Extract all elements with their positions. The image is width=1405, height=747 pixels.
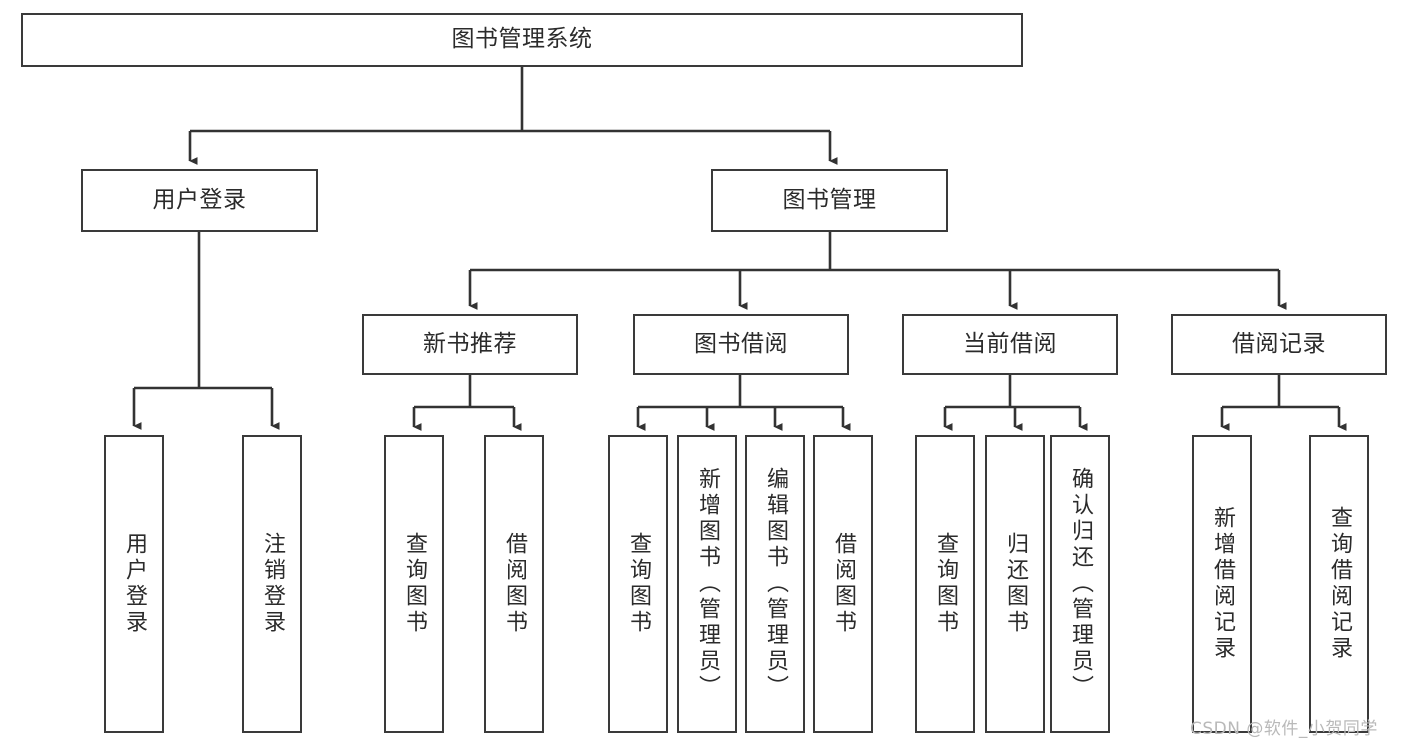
csdn-watermark: CSDN @软件_小贺同学: [1190, 719, 1378, 739]
node-label: 查询借阅记录: [1327, 506, 1352, 662]
node-label: 用户登录: [152, 186, 247, 213]
node-label: 查询图书: [933, 532, 958, 636]
leaf-records-query[interactable]: 查询借阅记录: [1309, 435, 1369, 733]
node-user-login[interactable]: 用户登录: [81, 169, 318, 232]
node-label: 编辑图书（管理员）: [763, 467, 788, 701]
node-label: 新增图书（管理员）: [695, 467, 720, 701]
node-label: 新书推荐: [423, 330, 517, 357]
leaf-borrow-edit-book[interactable]: 编辑图书（管理员）: [745, 435, 805, 733]
leaf-borrow-borrow-book[interactable]: 借阅图书: [813, 435, 873, 733]
node-root-system[interactable]: 图书管理系统: [21, 13, 1023, 67]
leaf-new-book-query[interactable]: 查询图书: [384, 435, 444, 733]
leaf-borrow-add-book[interactable]: 新增图书（管理员）: [677, 435, 737, 733]
node-current-borrow[interactable]: 当前借阅: [902, 314, 1118, 375]
node-label: 查询图书: [402, 532, 427, 636]
node-label: 图书管理: [782, 186, 877, 213]
leaf-user-login-signin[interactable]: 用户登录: [104, 435, 164, 733]
node-label: 借阅图书: [831, 532, 856, 636]
node-book-management[interactable]: 图书管理: [711, 169, 948, 232]
node-borrow-records[interactable]: 借阅记录: [1171, 314, 1387, 375]
node-label: 借阅图书: [502, 532, 527, 636]
leaf-borrow-query-book[interactable]: 查询图书: [608, 435, 668, 733]
node-label: 查询图书: [626, 532, 651, 636]
leaf-new-book-borrow[interactable]: 借阅图书: [484, 435, 544, 733]
node-label: 用户登录: [122, 532, 147, 636]
node-label: 新增借阅记录: [1210, 506, 1235, 662]
leaf-current-confirm-return[interactable]: 确认归还（管理员）: [1050, 435, 1110, 733]
leaf-records-add[interactable]: 新增借阅记录: [1192, 435, 1252, 733]
node-label: 注销登录: [260, 532, 285, 636]
node-new-book-recommend[interactable]: 新书推荐: [362, 314, 578, 375]
leaf-current-return-book[interactable]: 归还图书: [985, 435, 1045, 733]
node-label: 当前借阅: [963, 330, 1057, 357]
node-label: 归还图书: [1003, 532, 1028, 636]
node-book-borrow[interactable]: 图书借阅: [633, 314, 849, 375]
node-label: 确认归还（管理员）: [1068, 467, 1093, 701]
leaf-user-login-signout[interactable]: 注销登录: [242, 435, 302, 733]
node-label: 图书管理系统: [451, 26, 593, 53]
leaf-current-query-book[interactable]: 查询图书: [915, 435, 975, 733]
node-label: 图书借阅: [694, 330, 788, 357]
node-label: 借阅记录: [1232, 330, 1326, 357]
